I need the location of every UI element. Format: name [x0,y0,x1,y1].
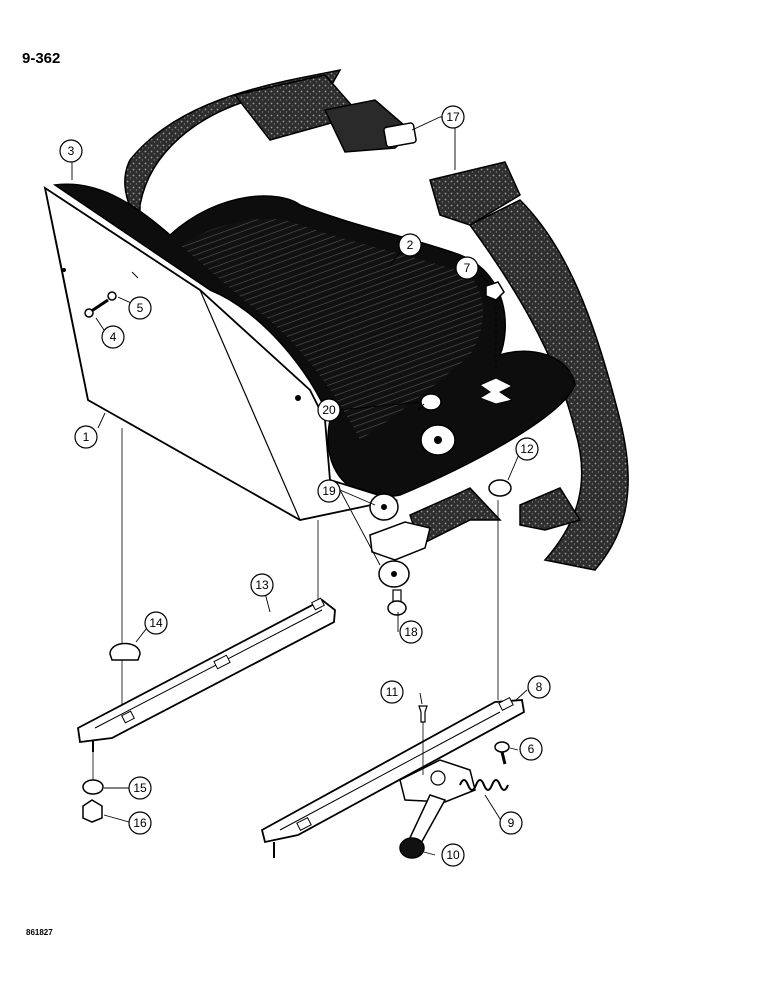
callout-13: 13 [250,573,274,597]
washer-5 [107,271,139,301]
callout-10: 10 [441,843,465,867]
callout-17: 17 [441,105,465,129]
belt-anchor-bracket [369,521,431,561]
washer-20 [420,393,442,411]
callout-20: 20 [317,398,341,422]
svg-text:8: 8 [536,680,543,694]
callout-1: 1 [74,425,98,449]
page-reference: 9-362 [22,50,61,67]
seat-slide-rail-13 [77,597,336,744]
callout-4: 4 [101,325,125,349]
svg-text:15: 15 [133,781,147,795]
svg-text:2: 2 [407,238,414,252]
svg-text:3: 3 [68,144,75,158]
callout-2: 2 [398,233,422,257]
svg-text:7: 7 [464,261,471,275]
belt-anchor-strap-right [519,487,582,531]
callout-18: 18 [399,620,423,644]
svg-text:18: 18 [404,625,418,639]
svg-text:17: 17 [446,110,460,124]
leader-20 [339,401,422,411]
svg-text:14: 14 [149,616,163,630]
svg-text:12: 12 [520,442,534,456]
seat-pan-edge [199,289,301,521]
seat-star-mark [478,377,514,405]
callout-3: 3 [59,139,83,163]
callout-8: 8 [527,675,551,699]
svg-text:6: 6 [528,742,535,756]
callout-9: 9 [499,811,523,835]
callout-14: 14 [144,611,168,635]
spring-9 [459,779,509,791]
nut-7 [485,281,505,301]
drawing-code: 861827 [26,928,53,937]
seat-pan-hole-left [62,268,66,272]
belt-buckle [429,161,521,226]
seat-cushion-ribs [180,219,484,440]
lock-washer-12 [488,479,512,497]
callout-6: 6 [519,737,543,761]
seat-pan-hole [295,395,301,401]
nut-14 [109,642,141,661]
callout-7: 7 [455,256,479,280]
nut-16 [82,799,103,823]
svg-text:11: 11 [386,685,399,699]
svg-text:16: 16 [133,816,147,830]
svg-text:13: 13 [255,578,269,592]
svg-text:9: 9 [508,816,515,830]
svg-text:20: 20 [322,403,336,417]
svg-text:5: 5 [137,301,144,315]
bolt-6 [494,741,510,765]
callout-11: 11 [380,680,404,704]
callout-12: 12 [515,437,539,461]
svg-text:1: 1 [83,430,90,444]
svg-text:19: 19 [322,484,336,498]
washer-15 [82,779,104,795]
svg-text:4: 4 [110,330,117,344]
release-handle-10 [399,794,447,859]
bolt-18 [387,589,407,616]
callout-5: 5 [128,296,152,320]
belt-tongue-plate [383,122,417,148]
callout-19: 19 [317,479,341,503]
svg-text:10: 10 [446,848,460,862]
callout-16: 16 [128,811,152,835]
screw-11 [418,705,428,723]
seat-belt-right-strap [468,199,629,571]
callout-15: 15 [128,776,152,800]
seat-slide-rail-8 [260,697,525,858]
bolt-4 [84,298,109,318]
